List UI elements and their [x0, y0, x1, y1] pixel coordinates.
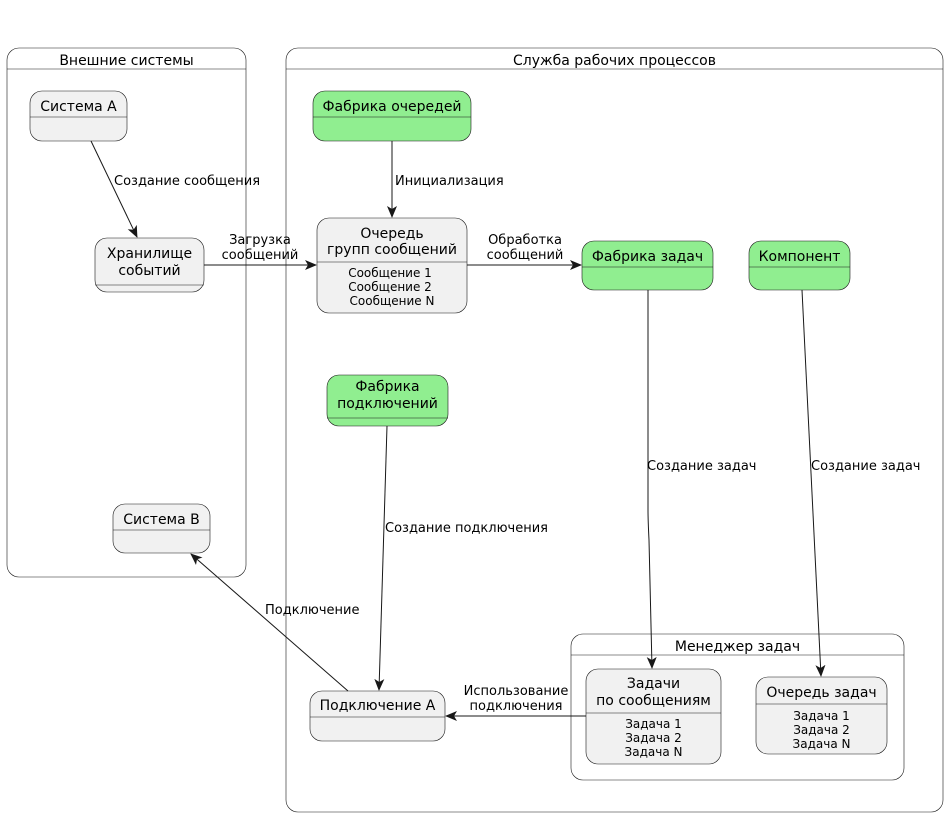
- edge-initialization: Инициализация: [387, 141, 504, 218]
- node-msg-tasks-item: Задача N: [625, 745, 683, 759]
- container-external-systems: Внешние системы: [6, 47, 247, 578]
- edge-load-messages-label-1: Загрузка: [229, 233, 291, 248]
- edge-connection: Подключение: [190, 553, 359, 692]
- edge-load-messages-label-2: сообщений: [222, 248, 299, 263]
- node-task-factory-label: Фабрика задач: [592, 249, 703, 265]
- node-system-b: Система B: [112, 503, 211, 554]
- node-msg-queue-title-1: Очередь: [360, 226, 423, 242]
- node-task-factory: Фабрика задач: [581, 240, 714, 291]
- container-manager-title: Менеджер задач: [675, 639, 800, 655]
- node-queue-factory: Фабрика очередей: [312, 90, 472, 142]
- node-message-tasks: Задачи по сообщениям Задача 1 Задача 2 З…: [585, 668, 722, 765]
- node-component: Компонент: [748, 240, 851, 291]
- node-storage-label-2: событий: [118, 263, 180, 279]
- edge-create-tasks-from-component: Создание задач: [801, 289, 921, 677]
- edge-create-tasks-label: Создание задач: [647, 459, 757, 474]
- edge-use-connection-label-2: подключения: [470, 699, 563, 714]
- node-connection-a-label: Подключение A: [320, 698, 436, 714]
- node-msg-tasks-item: Задача 1: [625, 717, 682, 731]
- container-service-title: Служба рабочих процессов: [513, 53, 716, 69]
- node-connection-a: Подключение A: [309, 690, 446, 742]
- node-task-queue-item: Задача 1: [793, 709, 850, 723]
- node-task-queue-item: Задача N: [793, 737, 851, 751]
- node-msg-queue-item: Сообщение 1: [348, 266, 432, 280]
- edge-create-connection-label: Создание подключения: [385, 521, 548, 536]
- node-queue-factory-label: Фабрика очередей: [322, 99, 461, 115]
- node-conn-factory-label-2: подключений: [337, 396, 438, 412]
- node-msg-queue-item: Сообщение N: [350, 294, 435, 308]
- node-storage-label-1: Хранилище: [107, 246, 192, 262]
- node-connection-factory: Фабрика подключений: [326, 374, 449, 427]
- node-conn-factory-label-1: Фабрика: [355, 379, 419, 395]
- edge-create-tasks-from-task-factory: Создание задач: [646, 290, 757, 669]
- node-system-b-label: Система B: [123, 512, 200, 528]
- node-msg-queue-title-2: групп сообщений: [327, 242, 457, 258]
- node-task-queue-title: Очередь задач: [766, 685, 876, 701]
- edge-use-connection: Использование подключения: [445, 684, 586, 721]
- container-external-title: Внешние системы: [59, 53, 193, 69]
- node-event-storage: Хранилище событий: [94, 237, 205, 293]
- node-system-a: Система A: [29, 90, 128, 142]
- edge-create-connection: Создание подключения: [374, 425, 548, 691]
- node-msg-tasks-item: Задача 2: [625, 731, 682, 745]
- edge-use-connection-label-1: Использование: [464, 684, 569, 699]
- node-task-queue: Очередь задач Задача 1 Задача 2 Задача N: [755, 676, 888, 755]
- edge-init-label: Инициализация: [395, 174, 504, 189]
- node-task-queue-item: Задача 2: [793, 723, 850, 737]
- edge-process-label-1: Обработка: [488, 233, 562, 248]
- edge-create-message-label: Создание сообщения: [114, 174, 260, 189]
- node-component-label: Компонент: [759, 249, 841, 265]
- node-system-a-label: Система A: [40, 99, 117, 115]
- node-message-queue: Очередь групп сообщений Сообщение 1 Сооб…: [316, 217, 468, 314]
- edge-connection-label: Подключение: [265, 603, 359, 618]
- edge-create-tasks-label: Создание задач: [811, 459, 921, 474]
- edge-load-messages: Загрузка сообщений: [204, 233, 317, 270]
- node-msg-queue-item: Сообщение 2: [348, 280, 432, 294]
- node-msg-tasks-title-2: по сообщениям: [596, 693, 711, 709]
- edge-process-messages: Обработка сообщений: [467, 233, 582, 270]
- edge-create-message: Создание сообщения: [90, 140, 260, 238]
- edge-process-label-2: сообщений: [487, 248, 564, 263]
- node-msg-tasks-title-1: Задачи: [627, 676, 680, 692]
